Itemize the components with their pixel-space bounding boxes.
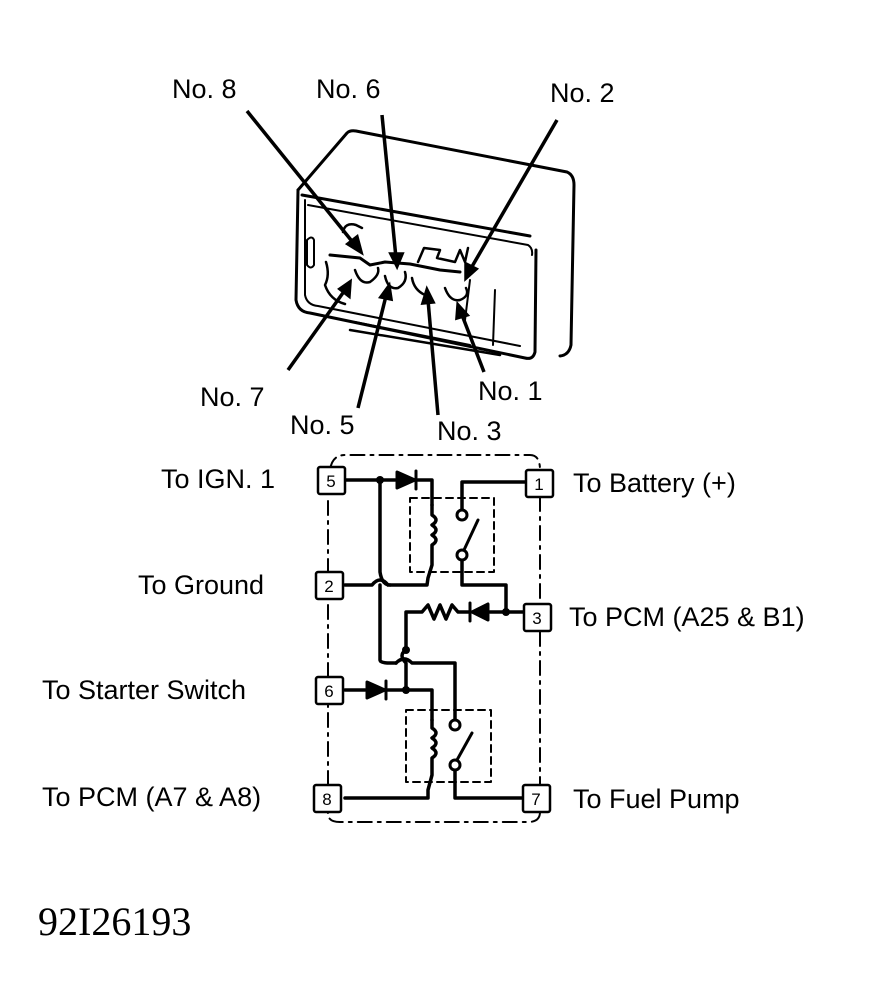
terminal-2-box: [314, 570, 345, 601]
lower-switch-blade: [455, 731, 474, 762]
relay-boundary: [326, 454, 541, 823]
lower-relay-box: [405, 709, 492, 783]
terminal-6-number: 6: [324, 682, 333, 701]
callout-no2: No. 2: [550, 78, 615, 108]
leader-no7: [286, 288, 347, 372]
arrow-no8: [344, 233, 364, 256]
terminal-7-label: To Fuel Pump: [573, 784, 740, 814]
terminal-6-label: To Starter Switch: [42, 675, 247, 705]
terminal-3-label: To PCM (A25 & B1): [569, 602, 805, 632]
leader-no8: [245, 109, 357, 247]
terminal-boxes: [312, 465, 555, 814]
terminal-3-number: 3: [532, 609, 541, 628]
terminal-6-box: [314, 675, 345, 706]
callout-no3: No. 3: [437, 416, 502, 446]
terminal-2-label: To Ground: [138, 570, 265, 600]
schematic: [326, 454, 541, 823]
leader-no3: [426, 299, 440, 416]
terminal-5-number: 5: [326, 472, 335, 491]
terminal-7-box: [521, 783, 552, 814]
terminal-3-box: [522, 602, 553, 633]
upper-switch-contact-top: [455, 508, 469, 522]
lower-switch-contact-bottom: [448, 758, 462, 772]
upper-switch-blade: [462, 518, 480, 552]
wiring: [343, 478, 527, 800]
diode-pcm: [470, 602, 490, 622]
leader-no2: [468, 119, 559, 271]
switch-contacts: [448, 508, 480, 772]
terminal-8-number: 8: [322, 790, 331, 809]
terminal-1-number: 1: [534, 475, 543, 494]
arrow-no3: [420, 285, 436, 306]
figure-code: 92I26193: [38, 899, 192, 944]
terminal-2-number: 2: [324, 577, 333, 596]
lower-switch-contact-top: [448, 718, 462, 732]
diodes: [365, 469, 490, 701]
terminal-7-number: 7: [531, 790, 540, 809]
terminal-8-box: [312, 783, 343, 814]
terminal-1-label: To Battery (+): [573, 468, 736, 498]
upper-relay-box: [409, 497, 495, 573]
terminal-5-box: [316, 465, 347, 496]
arrow-no7: [337, 278, 353, 300]
callout-no5: No. 5: [290, 410, 355, 440]
callout-no7: No. 7: [200, 382, 265, 412]
callout-leaders: [245, 109, 559, 416]
callout-no8: No. 8: [172, 74, 237, 104]
relay-housing: [294, 129, 576, 360]
callout-no6: No. 6: [316, 74, 381, 104]
diode-starter: [365, 680, 387, 700]
leader-no1: [460, 314, 486, 373]
arrow-no5: [377, 281, 394, 302]
terminal-1-box: [524, 468, 555, 499]
diode-ign: [395, 470, 417, 490]
upper-switch-contact-bottom: [455, 548, 469, 562]
terminal-5-label: To IGN. 1: [161, 464, 276, 494]
leader-no6: [380, 114, 398, 259]
callout-no1: No. 1: [478, 376, 543, 406]
arrow-no1: [455, 300, 471, 321]
junctions: [376, 476, 510, 694]
arrow-no6: [388, 252, 405, 271]
leader-no5: [356, 295, 388, 409]
arrow-no2: [464, 261, 480, 282]
terminal-8-label: To PCM (A7 & A8): [42, 782, 262, 812]
